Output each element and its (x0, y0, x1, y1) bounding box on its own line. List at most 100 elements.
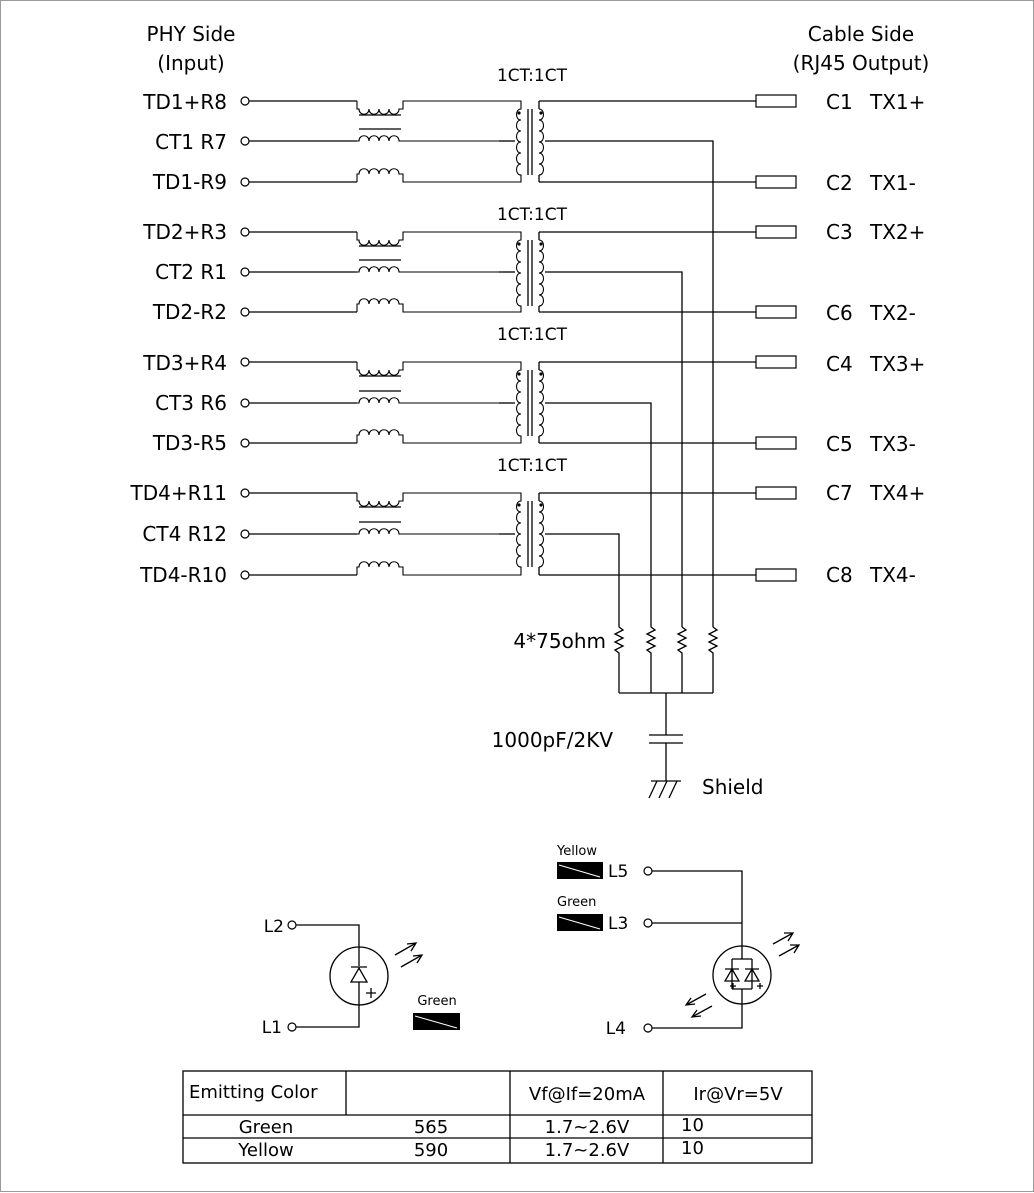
input-pin-terminal (240, 96, 250, 106)
led-wire (652, 1004, 743, 1029)
output-pin-id: C4 (826, 352, 853, 376)
input-pin-label: CT4 R12 (142, 522, 227, 546)
input-pin-label: TD2+R3 (142, 220, 227, 244)
input-pin-label: TD1-R9 (152, 170, 227, 194)
input-pin-label: TD4-R10 (139, 563, 227, 587)
output-signal-label: TX3- (869, 432, 916, 456)
led-pin-label: L2 (264, 917, 284, 937)
output-signal-label: TX2+ (869, 220, 925, 244)
choke-winding (356, 561, 499, 576)
output-pin-id: C7 (826, 481, 853, 505)
input-pin-label: TD4+R11 (130, 481, 227, 505)
plus-sign (366, 988, 376, 998)
swatch-slash (414, 1015, 458, 1029)
channel-2: 1CT:1CT TD2+R3 CT2 R1 TD2-R2 C3 TX2+ C6 … (142, 205, 925, 325)
output-signal-label: TX3+ (869, 352, 925, 376)
phy-side-subtitle: (Input) (157, 51, 224, 75)
input-pin-terminal (240, 398, 250, 408)
choke-winding (356, 168, 499, 183)
output-pin-id: C5 (826, 432, 853, 456)
input-pin-terminal (240, 357, 250, 367)
led-pin-terminal (287, 920, 297, 930)
choke-winding (357, 528, 499, 535)
center-tap-wire (545, 533, 620, 627)
input-pin-label: CT1 R7 (155, 130, 227, 154)
output-pin-id: C2 (826, 171, 853, 195)
table-cell: 10 (681, 1138, 704, 1159)
table-cell: 590 (414, 1140, 448, 1161)
led-color-label: Yellow (556, 844, 597, 859)
center-tap-wire (545, 271, 683, 627)
transformer-ratio-label: 1CT:1CT (497, 456, 568, 476)
channel-4: 1CT:1CT TD4+R11 CT4 R12 TD4-R10 C7 TX4+ … (130, 456, 926, 587)
led-color-swatch (413, 1013, 460, 1030)
channel-3: 1CT:1CT TD3+R4 CT3 R6 TD3-R5 C4 TX3+ C5 … (142, 325, 925, 456)
rj45-contact (755, 355, 797, 369)
transformer-ratio-label: 1CT:1CT (497, 66, 568, 86)
led-color-swatch (557, 914, 603, 931)
output-pin-id: C1 (826, 90, 853, 114)
transformer-secondary (538, 500, 545, 568)
led-pin-label: L5 (608, 862, 628, 882)
led-wire (296, 1005, 360, 1028)
light-arrows (394, 942, 424, 968)
table-header-cell: Ir@Vr=5V (693, 1084, 783, 1105)
diode-symbol (349, 947, 369, 1005)
led-pin-terminal (287, 1022, 297, 1032)
output-pin-id: C8 (826, 563, 853, 587)
polarity-dot (517, 503, 521, 507)
led-color-label: Green (417, 994, 456, 1009)
input-pin-terminal (240, 529, 250, 539)
table-header-cell: Vf@If=20mA (529, 1084, 646, 1105)
resistor (676, 626, 688, 693)
center-tap-wire (545, 140, 714, 627)
transformer-primary (499, 361, 522, 444)
transformer-primary (499, 492, 522, 576)
channel-1: 1CT:1CT TD1+R8 CT1 R7 TD1-R9 C1 TX1+ C2 … (142, 66, 925, 195)
transformer-secondary (538, 369, 545, 437)
phy-side-title: PHY Side (147, 22, 236, 46)
center-tap-wire (545, 402, 652, 627)
transformer-primary (499, 231, 522, 313)
light-arrows (772, 932, 801, 957)
input-pin-label: CT3 R6 (155, 391, 227, 415)
output-signal-label: TX2- (869, 301, 916, 325)
input-pin-terminal (240, 136, 250, 146)
output-signal-label: TX4+ (869, 481, 925, 505)
input-pin-terminal (240, 488, 250, 498)
resistor (707, 626, 719, 693)
light-arrows (684, 993, 713, 1018)
output-signal-label: TX1- (869, 171, 916, 195)
choke-winding (356, 231, 499, 246)
plus-sign (730, 983, 763, 989)
resistor (613, 626, 625, 693)
transformer-primary (499, 100, 522, 183)
ground-hatch (658, 780, 668, 799)
transformer-ratio-label: 1CT:1CT (497, 205, 568, 225)
rj45-contact (755, 486, 797, 500)
polarity-dot (517, 372, 521, 376)
led-pin-terminal (643, 918, 653, 928)
output-signal-label: TX1+ (869, 90, 925, 114)
table-header-cell: Emitting Color (189, 1082, 318, 1103)
polarity-dot (517, 111, 521, 115)
choke-winding (357, 397, 499, 404)
transformer-secondary (538, 239, 545, 307)
choke-winding (356, 429, 499, 444)
input-pin-label: TD3+R4 (142, 351, 227, 375)
bicolor-led: Yellow L5 Green L3 L4 (556, 844, 628, 1039)
rj45-contact (755, 225, 797, 239)
cable-side-subtitle: (RJ45 Output) (793, 51, 930, 75)
swatch-slash (558, 864, 601, 878)
table-border (182, 1070, 813, 1164)
wiring (240, 94, 801, 1033)
choke-winding (356, 100, 499, 115)
led-wire (296, 924, 360, 947)
table-cell: 10 (681, 1115, 704, 1136)
led-pin-label: L3 (608, 914, 628, 934)
polarity-dot (517, 242, 521, 246)
polarity-dot (539, 503, 543, 507)
single-led: L2 L1 Green (262, 917, 460, 1038)
choke-winding (356, 492, 499, 507)
